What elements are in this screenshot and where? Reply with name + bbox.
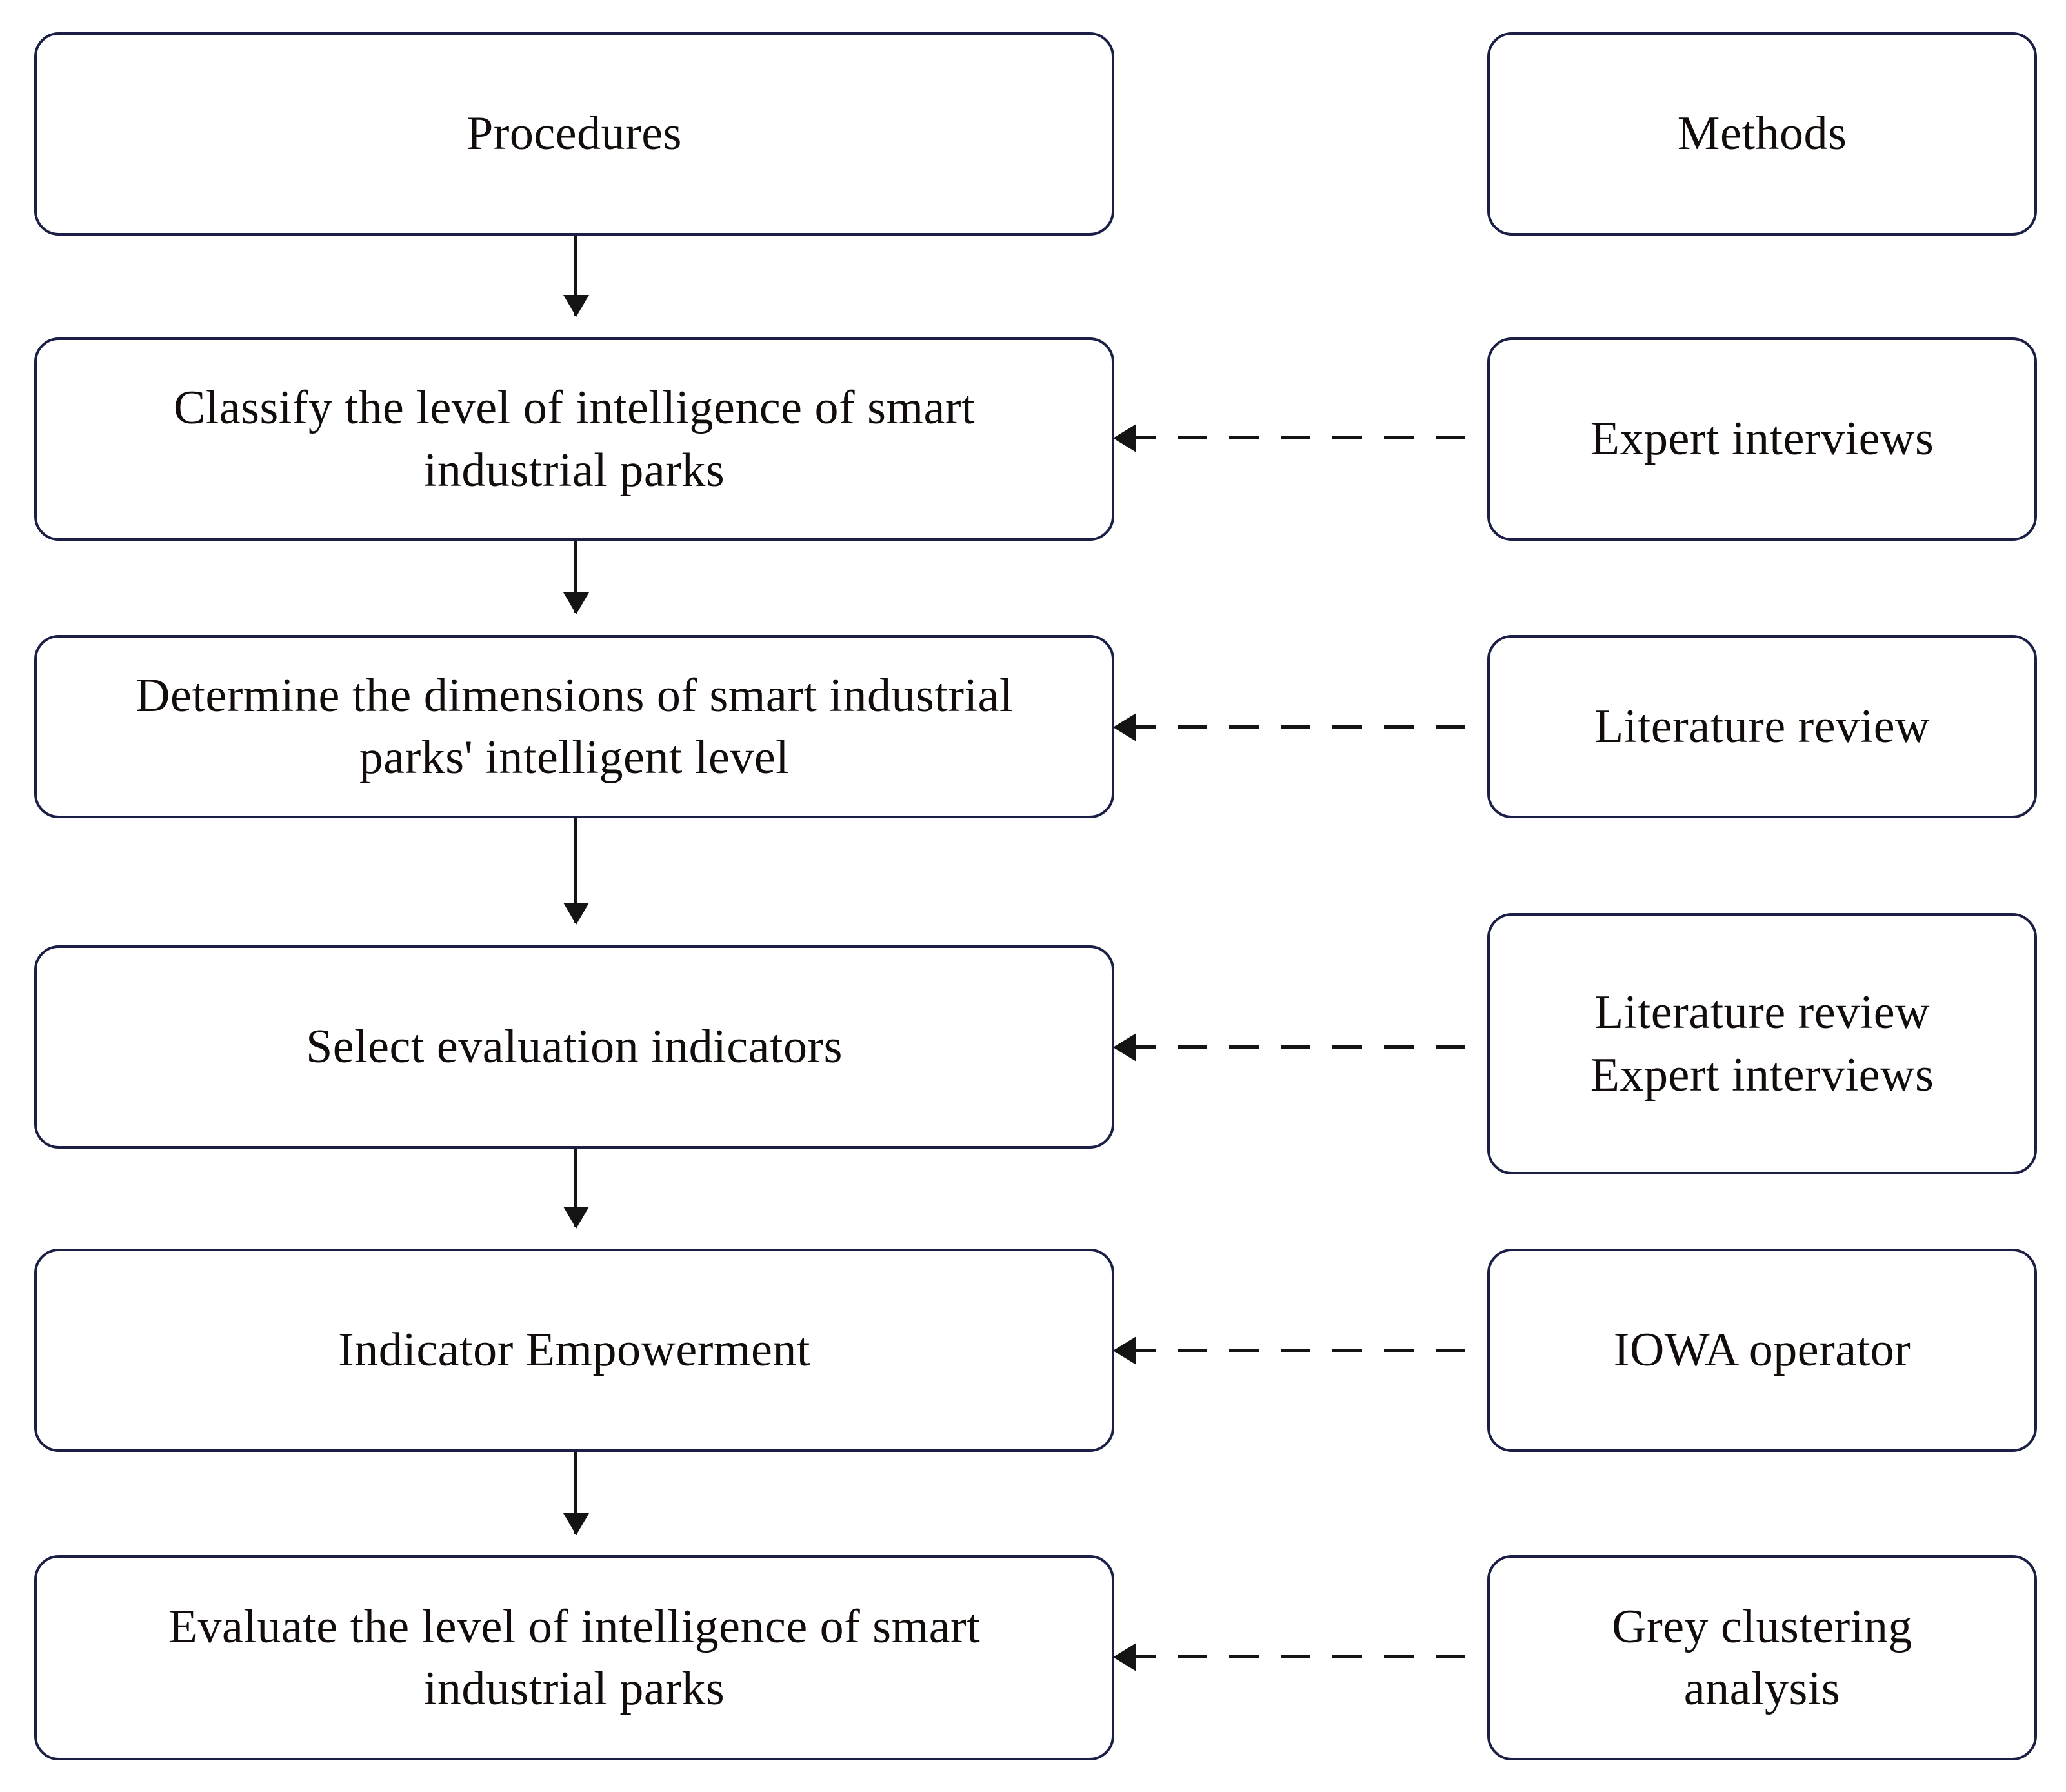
dashed-arrow-method-3 — [1126, 1045, 1487, 1049]
method-label-3: Literature review Expert interviews — [1590, 986, 1934, 1102]
method-label-5: Grey clustering analysis — [1612, 1600, 1912, 1715]
procedure-label-3: Select evaluation indicators — [306, 1020, 843, 1074]
dashed-arrow-method-4 — [1126, 1349, 1487, 1352]
procedure-label-2: Determine the dimensions of smart indust… — [135, 669, 1013, 784]
method-box-5: Grey clustering analysis — [1487, 1555, 2037, 1760]
header-box-procedures: Procedures — [34, 32, 1114, 236]
procedure-box-3: Select evaluation indicators — [34, 945, 1114, 1149]
arrow-down-step1-to-step2 — [574, 541, 577, 613]
arrow-down-step2-to-step3 — [574, 818, 577, 923]
arrow-down-step3-to-step4 — [574, 1149, 577, 1227]
method-box-4: IOWA operator — [1487, 1249, 2037, 1452]
header-label-methods: Methods — [1677, 107, 1847, 161]
method-box-2: Literature review — [1487, 635, 2037, 818]
procedure-label-4: Indicator Empowerment — [338, 1324, 810, 1377]
procedure-label-5: Evaluate the level of intelligence of sm… — [168, 1600, 981, 1715]
method-label-4: IOWA operator — [1613, 1324, 1911, 1377]
header-box-methods: Methods — [1487, 32, 2037, 236]
method-label-2: Literature review — [1594, 700, 1931, 753]
arrow-down-header-to-step1 — [574, 236, 577, 316]
procedure-box-5: Evaluate the level of intelligence of sm… — [34, 1555, 1114, 1760]
procedure-box-1: Classify the level of intelligence of sm… — [34, 337, 1114, 541]
arrow-down-step4-to-step5 — [574, 1452, 577, 1534]
method-label-1: Expert interviews — [1590, 412, 1934, 466]
procedure-box-2: Determine the dimensions of smart indust… — [34, 635, 1114, 818]
method-box-1: Expert interviews — [1487, 337, 2037, 541]
dashed-arrow-method-1 — [1126, 436, 1487, 439]
procedure-label-1: Classify the level of intelligence of sm… — [173, 381, 976, 497]
header-label-procedures: Procedures — [466, 107, 682, 161]
dashed-arrow-method-2 — [1126, 725, 1487, 729]
method-box-3: Literature review Expert interviews — [1487, 913, 2037, 1174]
procedure-box-4: Indicator Empowerment — [34, 1249, 1114, 1452]
dashed-arrow-method-5 — [1126, 1655, 1487, 1658]
